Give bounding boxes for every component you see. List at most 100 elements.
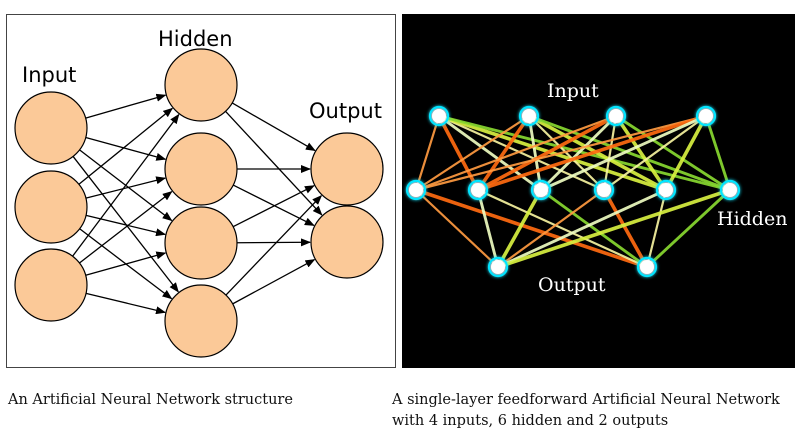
right-edge-input4-hidden6 bbox=[704, 114, 732, 192]
right-input-node-4-core bbox=[699, 109, 713, 123]
right-input-node-4 bbox=[695, 105, 717, 127]
right-edge-hidden5-output2 bbox=[645, 188, 668, 269]
right-edge-input4-hidden1 bbox=[414, 114, 708, 192]
left-edge-hidden2-output2 bbox=[232, 184, 315, 227]
right-edge-hidden4-output1 bbox=[496, 188, 606, 269]
right-caption-line1: A single-layer feedforward Artificial Ne… bbox=[392, 392, 780, 408]
right-hidden-node-2-ring bbox=[467, 179, 489, 201]
left-edge-hidden4-output1 bbox=[225, 194, 323, 296]
left-caption-text: An Artificial Neural Network structure bbox=[8, 392, 293, 408]
left-hidden-node-4 bbox=[164, 284, 238, 358]
right-edge-input3-hidden4 bbox=[602, 114, 618, 192]
right-connections bbox=[414, 114, 732, 269]
right-hidden-node-6-core bbox=[723, 183, 737, 197]
ann-structure-diagram: Input Hidden Output bbox=[6, 14, 396, 368]
left-edge-input3-hidden1 bbox=[72, 113, 180, 257]
right-output-node-1-core bbox=[491, 260, 505, 274]
left-caption: An Artificial Neural Network structure bbox=[8, 390, 388, 411]
right-output-node-2 bbox=[636, 256, 658, 278]
left-edge-hidden1-output1 bbox=[231, 102, 316, 152]
left-edge-input1-hidden1 bbox=[85, 93, 167, 119]
right-edge-hidden5-output1 bbox=[496, 188, 668, 269]
right-edge-hidden4-output2 bbox=[602, 188, 649, 269]
right-caption-line2: with 4 inputs, 6 hidden and 2 outputs bbox=[392, 413, 669, 429]
left-edge-input2-hidden2 bbox=[85, 176, 167, 199]
right-hidden-node-5-ring bbox=[655, 179, 677, 201]
right-hidden-node-4 bbox=[593, 179, 615, 201]
right-edge-hidden3-output1 bbox=[496, 188, 543, 269]
right-input-node-3-core bbox=[609, 109, 623, 123]
left-edge-input1-hidden4 bbox=[72, 156, 179, 293]
right-edge-input2-hidden2 bbox=[476, 114, 531, 192]
right-hidden-node-2-core bbox=[471, 183, 485, 197]
right-edge-input4-hidden5 bbox=[664, 114, 708, 192]
left-hidden-label: Hidden bbox=[158, 27, 233, 51]
right-edge-input3-hidden5 bbox=[614, 114, 668, 192]
right-edge-input4-hidden4 bbox=[602, 114, 708, 192]
right-neurons bbox=[405, 105, 741, 278]
right-output-node-1-ring bbox=[487, 256, 509, 278]
right-edge-input4-hidden3 bbox=[539, 114, 708, 192]
right-input-node-2 bbox=[518, 105, 540, 127]
left-edge-input1-hidden2 bbox=[85, 136, 167, 161]
right-edge-hidden6-output1 bbox=[496, 188, 732, 269]
right-input-label: Input bbox=[547, 80, 599, 102]
right-input-node-1-core bbox=[432, 109, 446, 123]
right-hidden-node-5-core bbox=[659, 183, 673, 197]
right-input-node-1-ring bbox=[428, 105, 450, 127]
right-caption: A single-layer feedforward Artificial Ne… bbox=[392, 390, 797, 432]
right-hidden-node-1-core bbox=[409, 183, 423, 197]
right-edge-hidden2-output1 bbox=[476, 188, 500, 269]
left-input-node-2 bbox=[14, 170, 88, 244]
left-connections bbox=[72, 93, 323, 315]
left-input-node-3 bbox=[14, 248, 88, 322]
right-edge-input1-hidden4 bbox=[437, 114, 606, 192]
left-edge-input3-hidden4 bbox=[85, 292, 166, 315]
right-hidden-node-2 bbox=[467, 179, 489, 201]
right-output-label: Output bbox=[538, 274, 606, 296]
right-input-node-2-core bbox=[522, 109, 536, 123]
right-edge-input3-hidden1 bbox=[414, 114, 618, 192]
right-hidden-node-1 bbox=[405, 179, 427, 201]
right-edge-input2-hidden3 bbox=[527, 114, 543, 192]
right-output-node-2-core bbox=[640, 260, 654, 274]
right-hidden-node-6 bbox=[719, 179, 741, 201]
left-output-node-1 bbox=[310, 132, 384, 206]
right-hidden-node-1-ring bbox=[405, 179, 427, 201]
right-edge-hidden1-output2 bbox=[414, 188, 649, 269]
right-edge-input2-hidden1 bbox=[414, 114, 531, 192]
right-input-node-1 bbox=[428, 105, 450, 127]
left-edge-hidden3-output2 bbox=[236, 238, 312, 247]
right-output-node-2-ring bbox=[636, 256, 658, 278]
right-edge-input1-hidden6 bbox=[437, 114, 732, 192]
right-input-node-4-ring bbox=[695, 105, 717, 127]
left-edge-hidden1-output2 bbox=[225, 110, 323, 216]
left-edge-input3-hidden2 bbox=[79, 191, 173, 264]
right-edge-hidden2-output2 bbox=[476, 188, 649, 269]
left-neurons bbox=[14, 48, 384, 358]
right-edge-input1-hidden1 bbox=[414, 114, 441, 192]
ann-structure-svg: Input Hidden Output bbox=[14, 27, 384, 358]
right-edge-hidden1-output1 bbox=[414, 188, 500, 269]
right-output-node-1 bbox=[487, 256, 509, 278]
right-hidden-node-3 bbox=[530, 179, 552, 201]
right-edge-hidden6-output2 bbox=[645, 188, 732, 269]
right-input-node-3 bbox=[605, 105, 627, 127]
right-hidden-node-4-ring bbox=[593, 179, 615, 201]
left-hidden-node-3 bbox=[164, 206, 238, 280]
left-hidden-node-2 bbox=[164, 132, 238, 206]
left-edge-input3-hidden3 bbox=[85, 251, 167, 276]
right-hidden-node-4-core bbox=[597, 183, 611, 197]
right-hidden-node-6-ring bbox=[719, 179, 741, 201]
left-edge-hidden4-output2 bbox=[232, 259, 316, 305]
left-input-node-1 bbox=[14, 91, 88, 165]
left-edge-input2-hidden3 bbox=[85, 214, 166, 237]
right-edge-input4-hidden2 bbox=[476, 114, 708, 192]
left-output-node-2 bbox=[310, 205, 384, 279]
feedforward-network-diagram: Input Hidden Output bbox=[402, 14, 795, 368]
right-edge-input1-hidden2 bbox=[437, 114, 480, 192]
right-edge-input3-hidden2 bbox=[476, 114, 618, 192]
right-edge-input3-hidden3 bbox=[539, 114, 618, 192]
right-edge-input2-hidden6 bbox=[527, 114, 732, 192]
left-edge-input2-hidden1 bbox=[78, 107, 174, 185]
